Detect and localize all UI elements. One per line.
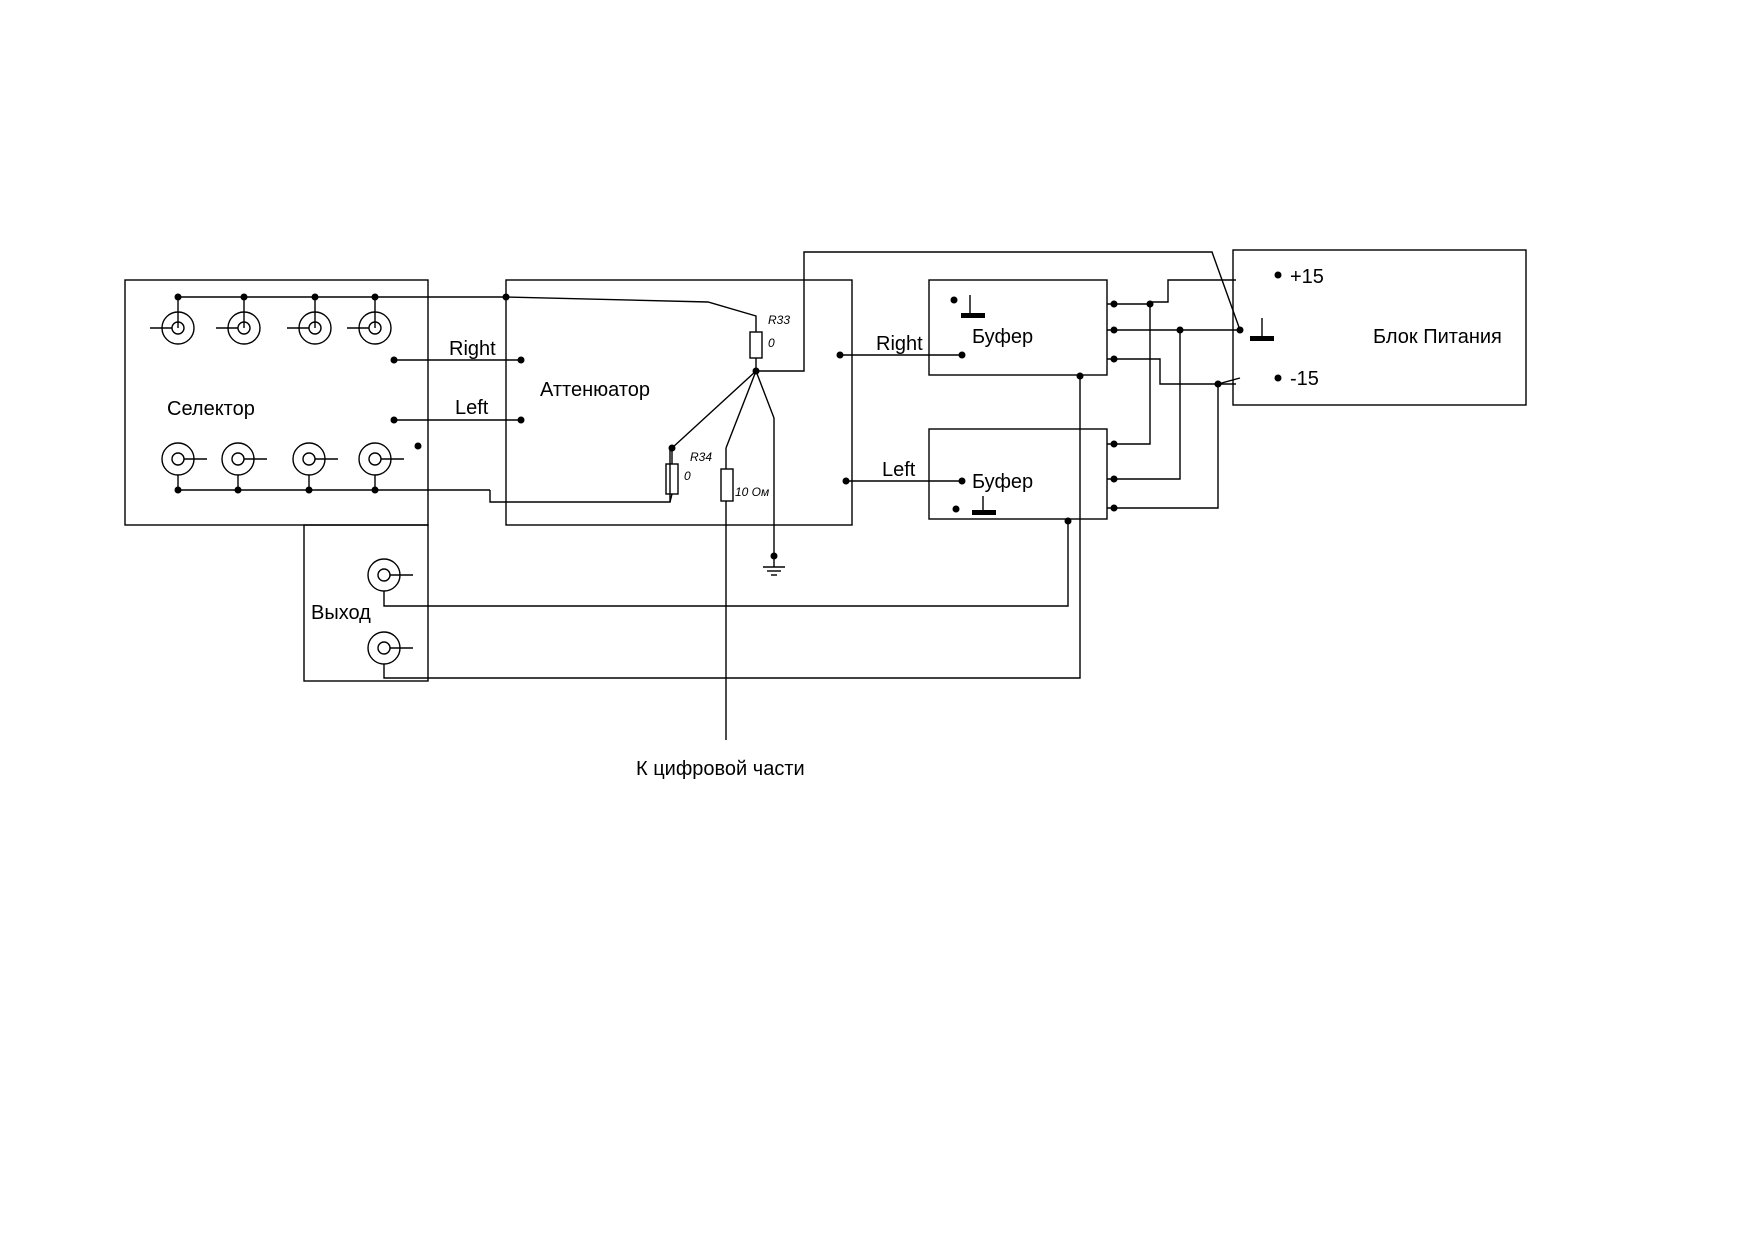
rca-jack-icon <box>161 442 207 476</box>
selector-bottom-connectors <box>161 442 671 503</box>
digital-part-note: К цифровой части <box>636 758 805 780</box>
ground-bar-icon <box>972 496 996 515</box>
r34-value-label: 0 <box>684 469 691 483</box>
ground-bar-icon <box>961 295 985 318</box>
selector-label: Селектор <box>167 398 255 420</box>
output-block <box>303 524 429 682</box>
power-internals <box>1250 271 1282 382</box>
right-signal-label: Right <box>449 338 496 360</box>
buffer-markers <box>950 295 996 515</box>
r-10ohm-value-label: 10 Ом <box>735 485 769 499</box>
rca-jack-icon <box>287 311 332 345</box>
left-buffer-signal-label: Left <box>882 459 916 481</box>
ground-bar-icon <box>1250 318 1274 341</box>
rca-jack-icon <box>367 631 413 665</box>
resistor-r33 <box>749 331 763 359</box>
attenuator-internals <box>505 251 1241 740</box>
buffer-bottom-label: Буфер <box>972 471 1033 493</box>
rca-jack-icon <box>347 311 392 345</box>
power-block <box>1232 249 1527 406</box>
rca-jack-icon <box>150 311 195 345</box>
minus15-label: -15 <box>1290 368 1319 390</box>
buffer-top-label: Буфер <box>972 326 1033 348</box>
selector-attenuator-wires <box>390 356 525 424</box>
buffer-bottom-block <box>928 428 1108 520</box>
output-connectors <box>367 372 1084 679</box>
plus15-label: +15 <box>1290 266 1324 288</box>
r33-value-label: 0 <box>768 336 775 350</box>
attenuator-block <box>505 279 853 526</box>
rca-jack-icon <box>367 558 413 592</box>
resistor-r34 <box>665 463 679 495</box>
r33-name-label: R33 <box>768 313 790 327</box>
attenuator-label: Аттенюатор <box>540 379 650 401</box>
ground-icon <box>763 556 785 576</box>
output-label: Выход <box>311 602 371 624</box>
rca-jack-icon <box>221 442 267 476</box>
selector-block <box>124 279 429 526</box>
rca-jack-icon <box>216 311 261 345</box>
r34-name-label: R34 <box>690 450 712 464</box>
rca-jack-icon <box>292 442 338 476</box>
right-buffer-signal-label: Right <box>876 333 923 355</box>
attenuator-buffer-wires <box>836 351 966 485</box>
selector-top-connectors <box>150 293 510 345</box>
resistor-10-ohm <box>720 468 734 502</box>
buffer-top-block <box>928 279 1108 376</box>
power-wires <box>1107 279 1244 512</box>
rca-jack-icon <box>358 442 404 476</box>
power-label: Блок Питания <box>1373 326 1502 348</box>
left-signal-label: Left <box>455 397 489 419</box>
